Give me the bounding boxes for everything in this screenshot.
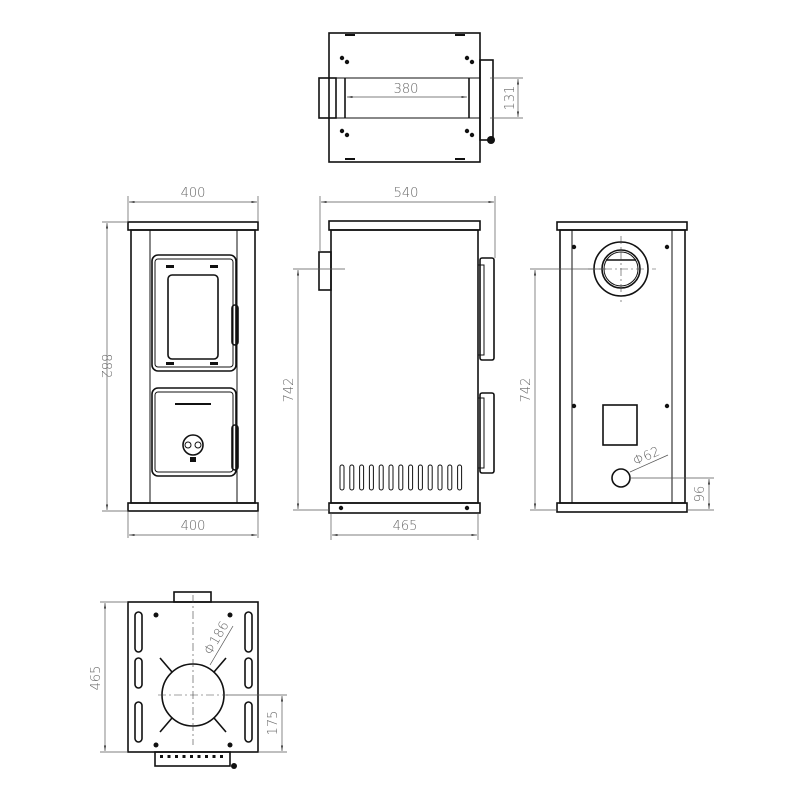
dim-882: 882 [98, 354, 113, 379]
dim-465-side: 465 [393, 519, 418, 534]
vent-slot [408, 464, 414, 491]
side-door-hardware [479, 257, 495, 361]
air-control-knob [182, 434, 204, 456]
dim-phi186: Φ186 [201, 619, 232, 658]
vent-slot [368, 464, 374, 491]
vent-slot [447, 464, 453, 491]
vent-slot [457, 464, 463, 491]
top-view-door [479, 59, 494, 141]
firebox-door [151, 254, 237, 372]
dim-400-bottom: 400 [181, 519, 206, 534]
ventilation-slots [339, 464, 463, 491]
front-top-plate [127, 221, 259, 231]
grate-bar [160, 755, 163, 758]
back-body [559, 229, 686, 504]
grate-bar [205, 755, 208, 758]
grate-bar [197, 755, 201, 758]
dim-742-back: 742 [519, 378, 534, 403]
dim-380: 380 [394, 82, 419, 97]
side-body [330, 229, 479, 504]
vent-slot [359, 464, 365, 491]
side-view: 540 465 742 [282, 186, 496, 540]
vent-slot [437, 464, 443, 491]
top-view: 380 131 [318, 32, 523, 163]
grate-bar [220, 755, 223, 758]
air-inlet [611, 468, 631, 488]
back-access-panel [602, 404, 638, 446]
vent-slot [417, 464, 423, 491]
grate-bar [182, 755, 186, 758]
dim-96: 96 [693, 486, 708, 503]
dim-phi62: Φ62 [631, 444, 662, 469]
vent-slot [378, 464, 384, 491]
side-flue-stub [318, 251, 332, 291]
grate-bar [175, 755, 178, 758]
dim-465-bottom: 465 [89, 666, 104, 691]
grate-bar [212, 755, 216, 758]
dim-400-top: 400 [181, 186, 206, 201]
top-view-flue [318, 77, 337, 119]
ash-door [151, 387, 237, 477]
dim-540: 540 [394, 186, 419, 201]
vent-slot [398, 464, 404, 491]
grate-bar [190, 755, 193, 758]
vent-slot [339, 464, 345, 491]
dim-131: 131 [503, 86, 518, 111]
dim-175: 175 [266, 711, 281, 736]
door-handle [231, 304, 239, 346]
dim-742-side: 742 [282, 378, 297, 403]
front-view: 400 400 882 [98, 186, 259, 538]
front-bottom-plate [127, 502, 259, 512]
vent-slot [427, 464, 433, 491]
top-view-body [328, 32, 481, 163]
vent-slot [349, 464, 355, 491]
door-glass [167, 274, 219, 360]
vent-slot [388, 464, 394, 491]
bottom-view: Φ186 465 175 [89, 591, 287, 769]
back-view: Φ62 742 96 [519, 221, 714, 513]
grate-bar [167, 755, 171, 758]
